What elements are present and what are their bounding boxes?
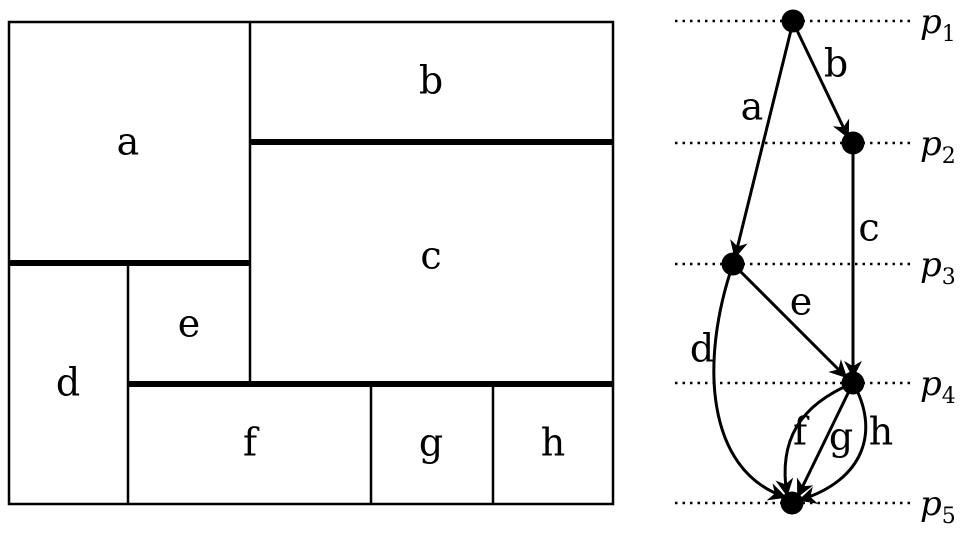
node-p3 xyxy=(721,252,745,276)
edge-b xyxy=(791,21,850,139)
level-symbol: p xyxy=(920,2,942,42)
room-label-e: e xyxy=(178,302,201,346)
level-index: 4 xyxy=(942,384,956,409)
edge-label-e: e xyxy=(790,280,813,324)
room-label-h: h xyxy=(541,421,565,465)
room-label-c: c xyxy=(420,234,441,278)
node-p1 xyxy=(781,9,805,33)
level-symbol: p xyxy=(920,245,942,285)
level-index: 1 xyxy=(942,22,956,47)
room-label-a: a xyxy=(117,120,140,164)
edge-label-b: b xyxy=(824,42,848,86)
room-label-d: d xyxy=(56,361,80,405)
level-index: 2 xyxy=(942,144,956,169)
floorplan: a b c d e f g h xyxy=(7,20,615,506)
edge-f xyxy=(775,381,854,497)
node-p2 xyxy=(841,131,865,155)
level-label-p1: p1 xyxy=(920,2,956,47)
edge-d xyxy=(712,263,787,501)
level-symbol: p xyxy=(920,364,942,404)
level-symbol: p xyxy=(920,484,942,524)
edge-label-c: c xyxy=(858,206,879,250)
graph: p1 p2 p3 p4 p5 a b c d e f g h xyxy=(675,2,956,529)
edge-h xyxy=(798,382,868,504)
level-label-p2: p2 xyxy=(920,124,956,169)
level-index: 5 xyxy=(942,504,956,529)
room-label-b: b xyxy=(419,59,443,103)
level-symbol: p xyxy=(920,124,942,164)
edge-g xyxy=(796,382,855,498)
room-label-f: f xyxy=(243,421,260,465)
node-p5 xyxy=(780,491,804,515)
edge-label-a: a xyxy=(741,85,764,129)
level-label-p3: p3 xyxy=(920,245,956,290)
edge-label-g: g xyxy=(829,415,853,459)
level-label-p4: p4 xyxy=(920,364,956,409)
level-index: 3 xyxy=(942,265,956,290)
room-label-g: g xyxy=(419,421,443,465)
edge-label-h: h xyxy=(869,410,893,454)
edge-label-d: d xyxy=(690,327,714,371)
node-p4 xyxy=(841,371,865,395)
level-label-p5: p5 xyxy=(920,484,956,529)
edge-a xyxy=(730,21,795,259)
edge-e xyxy=(731,262,848,379)
edge-label-f: f xyxy=(793,410,810,454)
